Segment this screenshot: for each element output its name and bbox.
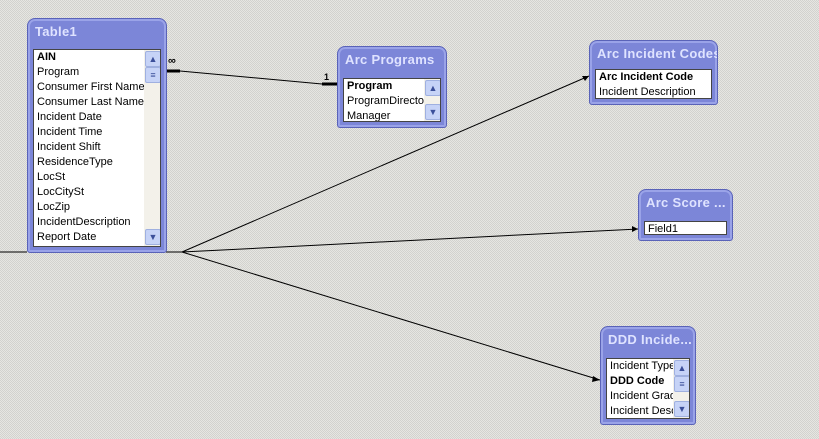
field-item[interactable]: LocSt <box>37 171 66 183</box>
many-cardinality-label: ∞ <box>168 55 176 67</box>
field-list[interactable]: Arc Incident Code Incident Description <box>595 69 712 99</box>
field-item[interactable]: DDD Code <box>610 375 665 387</box>
field-item[interactable]: Consumer First Name <box>37 81 145 93</box>
table-arc-incident-codes[interactable]: Arc Incident Codes Arc Incident Code Inc… <box>589 40 718 105</box>
field-item[interactable]: ProgramDirector <box>347 95 428 107</box>
table-arc-score[interactable]: Arc Score ... Field1 <box>638 189 733 241</box>
field-item[interactable]: Program <box>347 80 393 92</box>
scroll-down-icon[interactable]: ▼ <box>145 229 160 245</box>
field-item[interactable]: Incident Type <box>610 360 676 372</box>
one-cardinality-label: 1 <box>324 72 330 82</box>
field-list[interactable]: Field1 <box>644 221 727 235</box>
scroll-up-icon[interactable]: ▲ <box>425 80 440 96</box>
table-title[interactable]: Arc Incident Codes <box>597 46 717 61</box>
field-item[interactable]: Report Date <box>37 231 97 243</box>
scroll-up-icon[interactable]: ▲ <box>674 360 689 376</box>
table-ddd-incident[interactable]: DDD Incide... Incident Type DDD Code Inc… <box>600 326 696 425</box>
field-list[interactable]: Program ProgramDirector Manager ▲ ▼ <box>343 78 441 122</box>
field-item[interactable]: Manager <box>347 110 391 122</box>
field-item[interactable]: Consumer Last Name <box>37 96 144 108</box>
field-item[interactable]: Incident Grad <box>610 390 677 402</box>
field-list[interactable]: Incident Type DDD Code Incident Grad Inc… <box>606 358 690 419</box>
field-item[interactable]: Incident Shift <box>37 141 101 153</box>
field-item[interactable]: LocCitySt <box>37 186 85 198</box>
field-item[interactable]: ResidenceType <box>37 156 113 168</box>
scroll-up-icon[interactable]: ▲ <box>145 51 160 67</box>
scrollbar[interactable]: ▲ ≡ ▼ <box>144 50 160 246</box>
table-table1[interactable]: Table1 AIN Program Consumer First Name C… <box>27 18 167 253</box>
field-item[interactable]: Incident Description <box>599 86 696 98</box>
scrollbar[interactable]: ▲ ≡ ▼ <box>673 359 689 418</box>
table-title[interactable]: Arc Score ... <box>646 195 726 210</box>
field-item[interactable]: AIN <box>37 51 56 63</box>
field-item[interactable]: Incident Desc <box>610 405 677 417</box>
field-item[interactable]: Field1 <box>648 223 678 235</box>
field-item[interactable]: Incident Time <box>37 126 103 138</box>
scrollbar[interactable]: ▲ ▼ <box>424 79 440 121</box>
field-item[interactable]: IncidentDescription <box>37 216 131 228</box>
table-arc-programs[interactable]: Arc Programs Program ProgramDirector Man… <box>337 46 447 128</box>
field-list[interactable]: AIN Program Consumer First Name Consumer… <box>33 49 161 247</box>
table-title[interactable]: Table1 <box>35 24 78 39</box>
table-title[interactable]: DDD Incide... <box>608 332 693 347</box>
table-title[interactable]: Arc Programs <box>345 52 435 67</box>
scroll-down-icon[interactable]: ▼ <box>425 104 440 120</box>
field-item[interactable]: LocZip <box>37 201 71 213</box>
field-item[interactable]: Program <box>37 66 80 78</box>
field-item[interactable]: Arc Incident Code <box>599 71 694 83</box>
field-item[interactable]: Incident Date <box>37 111 102 123</box>
scroll-thumb[interactable]: ≡ <box>674 376 689 392</box>
scroll-thumb[interactable]: ≡ <box>145 67 160 83</box>
scroll-down-icon[interactable]: ▼ <box>674 401 689 417</box>
